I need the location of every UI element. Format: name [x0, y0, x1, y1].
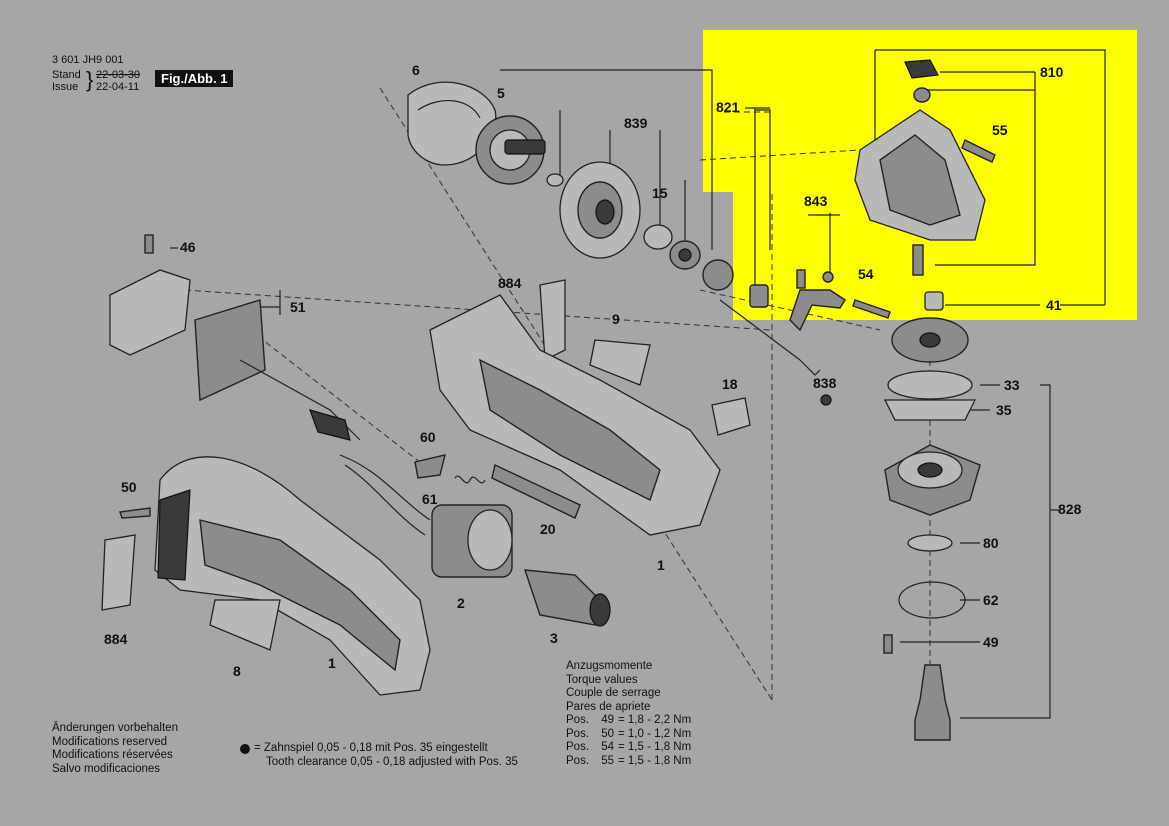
torque-num: 50 [601, 727, 614, 740]
note-bullet-icon [240, 744, 250, 754]
label-821: 821 [716, 99, 740, 115]
figure-label: Fig./Abb. 1 [155, 70, 234, 87]
modifications-fr: Modifications réservées [52, 749, 173, 761]
label-50: 50 [121, 479, 137, 495]
label-8: 8 [233, 663, 241, 679]
torque-val: = 1,8 - 2,2 Nm [618, 714, 692, 726]
label-828: 828 [1058, 501, 1082, 517]
label-46: 46 [180, 239, 196, 255]
label-54: 54 [858, 266, 874, 282]
torque-num: 54 [601, 741, 614, 753]
label-9: 9 [612, 311, 620, 327]
label-1-right: 1 [657, 557, 665, 573]
label-49: 49 [983, 634, 999, 650]
torque-heading-es: Pares de apriete [566, 700, 651, 713]
label-20: 20 [540, 521, 556, 537]
torque-row: Pos. 55 = 1,5 - 1,8 Nm [566, 755, 691, 769]
issue-label: Issue [52, 81, 79, 93]
date-old: 22-03-30 [96, 69, 141, 81]
label-60: 60 [420, 429, 436, 445]
label-55: 55 [992, 122, 1008, 138]
label-62: 62 [983, 592, 999, 608]
torque-pos: Pos. [566, 741, 590, 753]
label-884-bottom: 884 [104, 631, 128, 647]
label-35: 35 [996, 402, 1012, 418]
torque-row: Pos. 49 = 1,8 - 2,2 Nm [566, 714, 691, 728]
torque-row: Pos. 54 = 1,5 - 1,8 Nm [566, 741, 691, 755]
torque-heading-de: Anzugsmomente [566, 660, 653, 672]
label-41: 41 [1046, 297, 1062, 313]
date-new: 22-04-11 [96, 81, 140, 93]
label-6: 6 [412, 62, 420, 78]
date-brace: } [86, 67, 94, 92]
modifications-es: Salvo modificaciones [52, 762, 161, 775]
label-18: 18 [722, 376, 738, 392]
label-884-top: 884 [498, 275, 522, 291]
label-80: 80 [983, 535, 999, 551]
torque-heading-fr: Couple de serrage [566, 687, 661, 699]
torque-table: Pos. 49 = 1,8 - 2,2 Nm Pos. 50 = 1,0 - 1,2 N… [566, 714, 691, 768]
label-838: 838 [813, 375, 837, 391]
modifications-de: Änderungen vorbehalten [52, 722, 178, 734]
modifications-notice: Änderungen vorbehalten Modifications res… [52, 722, 178, 776]
torque-val: = 1,0 - 1,2 Nm [618, 727, 692, 740]
torque-heading-en: Torque values [566, 673, 638, 686]
modifications-en: Modifications reserved [52, 735, 168, 748]
label-33: 33 [1004, 377, 1020, 393]
label-61: 61 [422, 491, 438, 507]
label-810: 810 [1040, 64, 1064, 80]
stand-label: Stand [52, 69, 81, 81]
note-line-de: = Zahnspiel 0,05 - 0,18 mit Pos. 35 eing… [254, 742, 488, 754]
torque-pos: Pos. [566, 727, 590, 740]
torque-val: = 1,5 - 1,8 Nm [618, 754, 692, 767]
torque-num: 55 [601, 754, 614, 767]
torque-heading: Anzugsmomente Torque values Couple de se… [566, 660, 661, 714]
label-839: 839 [624, 115, 648, 131]
doc-number: 3 601 JH9 001 [52, 54, 124, 66]
label-2: 2 [457, 595, 465, 611]
torque-num: 49 [601, 714, 614, 726]
torque-pos: Pos. [566, 754, 590, 767]
label-843: 843 [804, 193, 828, 209]
note-line-en: Tooth clearance 0,05 - 0,18 adjusted wit… [266, 755, 518, 768]
torque-row: Pos. 50 = 1,0 - 1,2 Nm [566, 728, 691, 742]
torque-val: = 1,5 - 1,8 Nm [618, 741, 692, 753]
label-5: 5 [497, 85, 505, 101]
tooth-clearance-note: = Zahnspiel 0,05 - 0,18 mit Pos. 35 eing… [254, 742, 518, 769]
label-1-left: 1 [328, 655, 336, 671]
label-15: 15 [652, 185, 668, 201]
label-51: 51 [290, 299, 306, 315]
label-3: 3 [550, 630, 558, 646]
torque-pos: Pos. [566, 714, 590, 726]
